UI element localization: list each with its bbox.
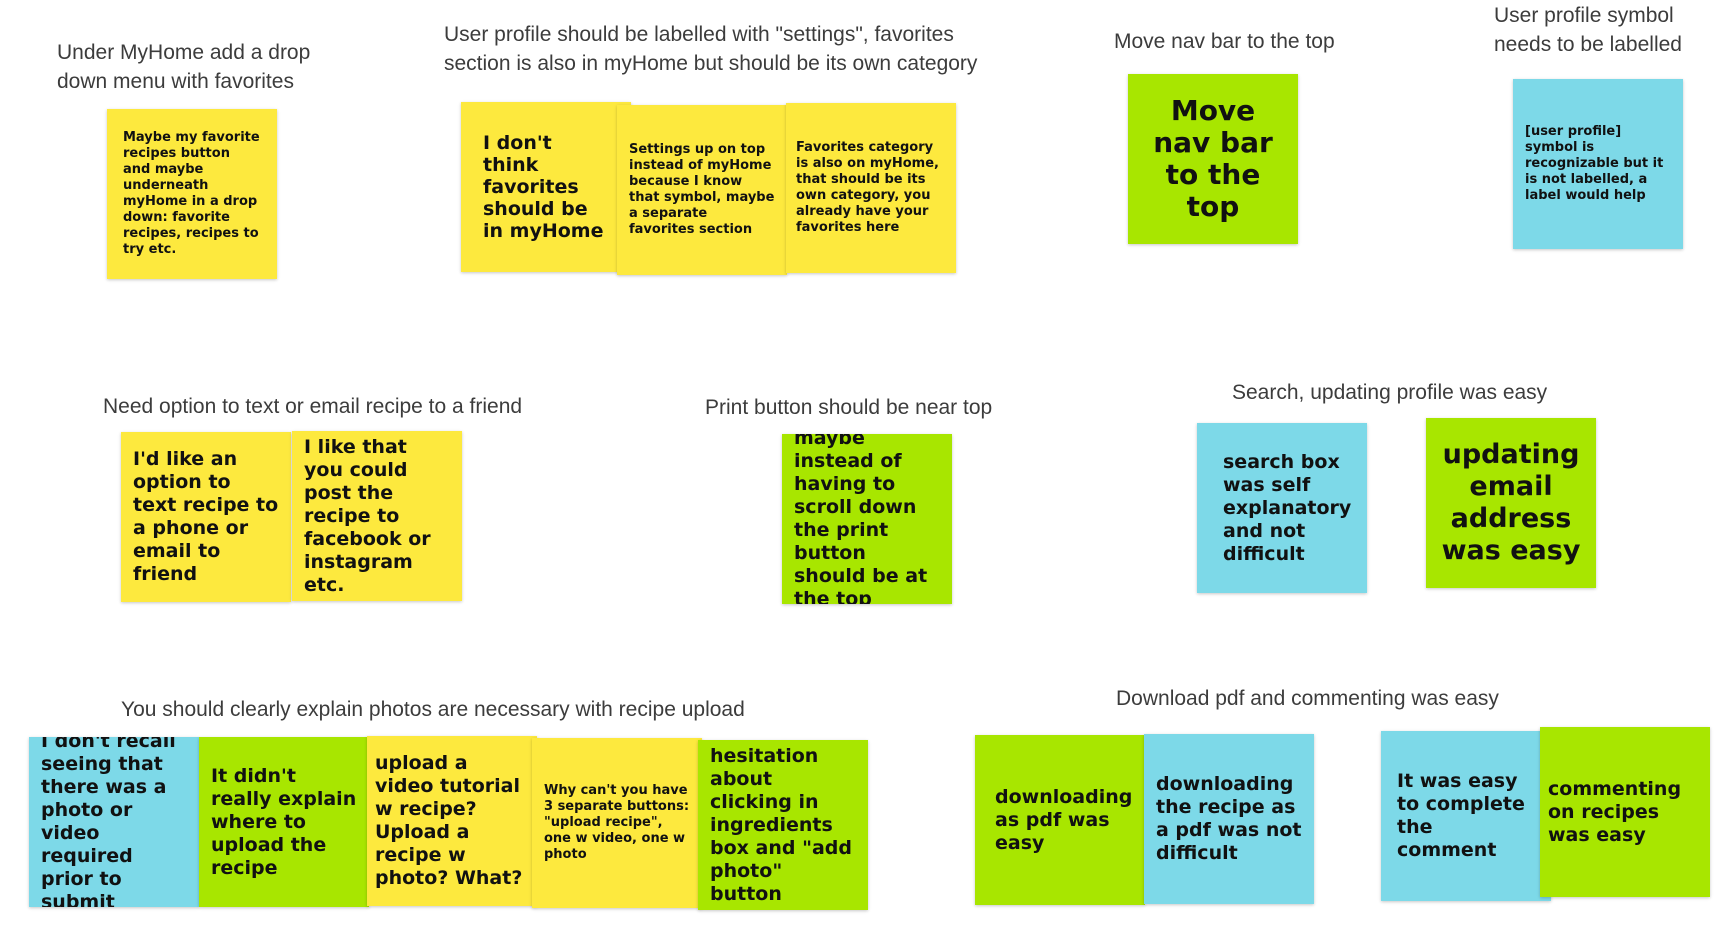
sticky-note-text: search box was self explanatory and not … bbox=[1223, 450, 1352, 565]
cluster-heading: User profile should be labelled with "se… bbox=[444, 23, 978, 75]
sticky-note-text: maybe instead of having to scroll down t… bbox=[794, 434, 928, 604]
sticky-note[interactable]: updating email address was easy bbox=[1426, 418, 1596, 588]
sticky-note[interactable]: Move nav bar to the top bbox=[1128, 74, 1298, 244]
sticky-note-text: upload a video tutorial w recipe? Upload… bbox=[375, 752, 523, 889]
sticky-note-text: It didn't really explain where to upload… bbox=[211, 764, 357, 879]
sticky-note[interactable]: search box was self explanatory and not … bbox=[1197, 423, 1367, 593]
sticky-note[interactable]: Settings up on top instead of myHome bec… bbox=[617, 105, 787, 275]
sticky-note[interactable]: I don't think favorites should be in myH… bbox=[461, 102, 631, 272]
sticky-note[interactable]: It was easy to complete the comment bbox=[1381, 731, 1551, 901]
cluster-heading: Search, updating profile was easy bbox=[1232, 381, 1548, 404]
cluster-heading: You should clearly explain photos are ne… bbox=[121, 698, 745, 721]
sticky-note-text: commenting on recipes was easy bbox=[1548, 777, 1682, 846]
sticky-note-text: I don't think favorites should be in myH… bbox=[483, 132, 604, 242]
sticky-note[interactable]: commenting on recipes was easy bbox=[1540, 727, 1710, 897]
sticky-note-text: Favorites category is also on myHome, th… bbox=[796, 140, 939, 235]
cluster-heading: Print button should be near top bbox=[705, 396, 993, 419]
sticky-note[interactable]: Why can't you have 3 separate buttons: "… bbox=[532, 738, 702, 908]
sticky-note[interactable]: [user profile] symbol is recognizable bu… bbox=[1513, 79, 1683, 249]
sticky-note-text: Maybe my favorite recipes button and may… bbox=[123, 130, 260, 257]
sticky-note[interactable]: I don't recall seeing that there was a p… bbox=[29, 737, 199, 907]
sticky-note[interactable]: downloading the recipe as a pdf was not … bbox=[1144, 734, 1314, 904]
sticky-note[interactable]: I like that you could post the recipe to… bbox=[292, 431, 462, 601]
sticky-note[interactable]: Maybe my favorite recipes button and may… bbox=[107, 109, 277, 279]
sticky-note[interactable]: It didn't really explain where to upload… bbox=[199, 737, 369, 907]
sticky-note-text: It was easy to complete the comment bbox=[1397, 770, 1525, 861]
cluster-heading: Under MyHome add a drop down menu with f… bbox=[57, 41, 311, 93]
sticky-note[interactable]: Favorites category is also on myHome, th… bbox=[786, 103, 956, 273]
sticky-note[interactable]: I'd like an option to text recipe to a p… bbox=[121, 432, 291, 602]
sticky-note[interactable]: upload a video tutorial w recipe? Upload… bbox=[367, 736, 537, 906]
sticky-note-text: updating email address was easy bbox=[1441, 439, 1581, 566]
sticky-note-text: I don't recall seeing that there was a p… bbox=[41, 737, 176, 907]
sticky-note[interactable]: downloading as pdf was easy bbox=[975, 735, 1145, 905]
sticky-note-text: downloading as pdf was easy bbox=[995, 785, 1133, 854]
cluster-heading: Move nav bar to the top bbox=[1114, 30, 1335, 53]
sticky-note-text: downloading the recipe as a pdf was not … bbox=[1156, 773, 1302, 864]
cluster-heading: Need option to text or email recipe to a… bbox=[103, 395, 523, 418]
sticky-note-text: Move nav bar to the top bbox=[1153, 94, 1273, 223]
sticky-note-text: I'd like an option to text recipe to a p… bbox=[133, 448, 279, 585]
sticky-note[interactable]: hesitation about clicking in ingredients… bbox=[698, 740, 868, 910]
sticky-note-text: hesitation about clicking in ingredients… bbox=[710, 744, 853, 905]
sticky-note[interactable]: maybe instead of having to scroll down t… bbox=[782, 434, 952, 604]
sticky-note-text: I like that you could post the recipe to… bbox=[304, 435, 431, 596]
cluster-heading: Download pdf and commenting was easy bbox=[1116, 687, 1499, 710]
sticky-note-text: Why can't you have 3 separate buttons: "… bbox=[544, 783, 690, 862]
cluster-heading: User profile symbol needs to be labelled bbox=[1494, 4, 1682, 56]
sticky-note-text: [user profile] symbol is recognizable bu… bbox=[1525, 124, 1664, 203]
sticky-note-text: Settings up on top instead of myHome bec… bbox=[629, 142, 775, 237]
